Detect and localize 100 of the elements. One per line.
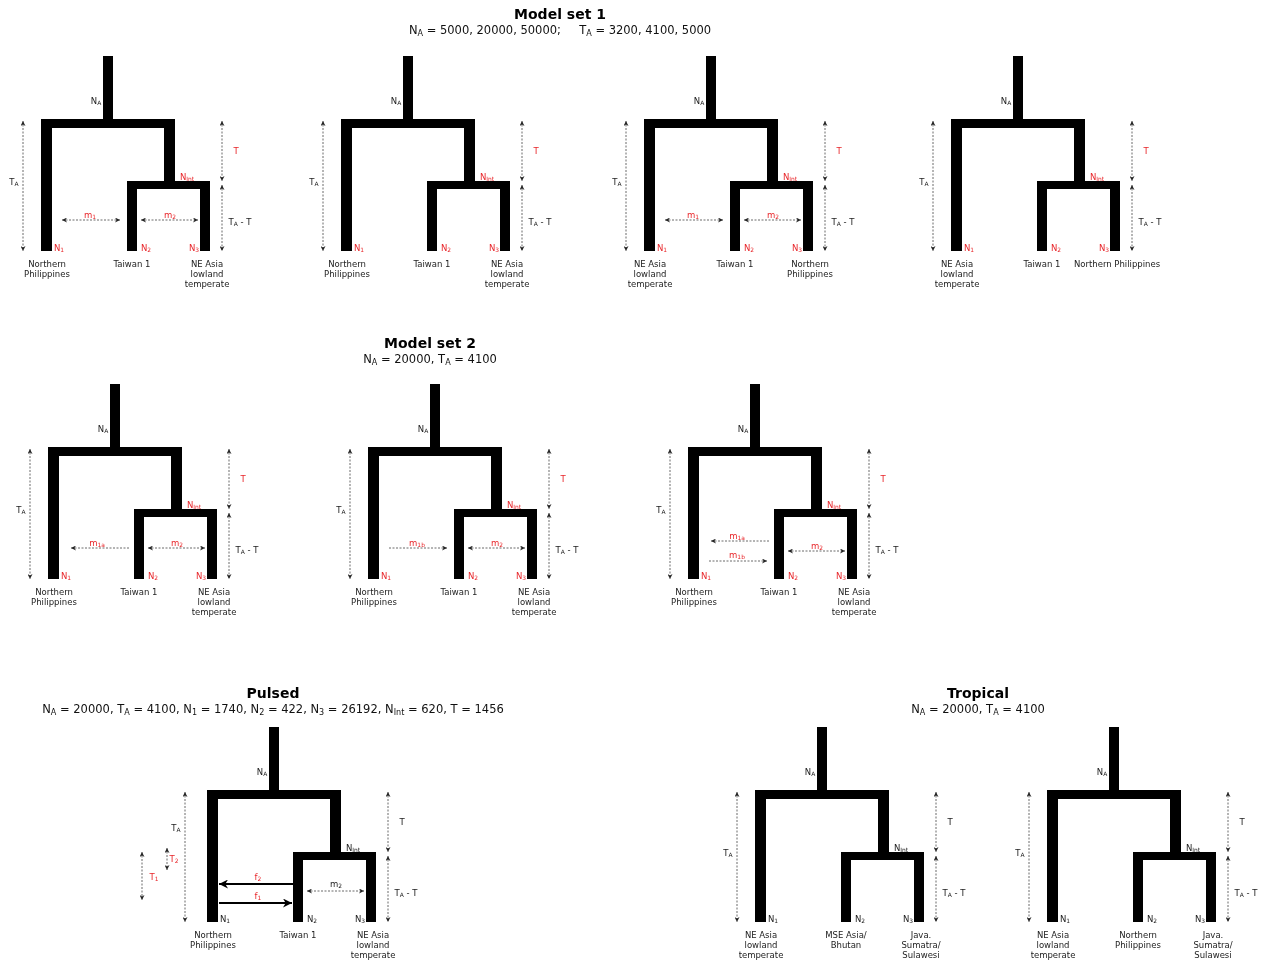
- parameter-label: N$_{3}$: [188, 243, 200, 253]
- parameter-label: N$_{2}$: [1146, 914, 1158, 924]
- population-name: NE Asia lowland temperate: [626, 259, 674, 289]
- parameter-label: T$_{A}$ - T: [942, 888, 966, 898]
- population-name: NE Asia lowland temperate: [933, 259, 981, 289]
- population-name: NE Asia lowland temperate: [830, 587, 878, 617]
- parameter-label: N$_{Int}$: [782, 172, 798, 182]
- parameter-label: T$_{A}$ - T: [1138, 217, 1162, 227]
- parameter-label: N$_{Int}$: [893, 843, 909, 853]
- parameter-label: N$_{1}$: [656, 243, 668, 253]
- population-name: Northern Philippines: [1073, 259, 1161, 269]
- population-name: NE Asia lowland temperate: [737, 930, 785, 960]
- migration-rate-label: m$_{2}$: [810, 541, 824, 551]
- parameter-label: N$_{Int}$: [1089, 172, 1105, 182]
- parameter-label: N$_{1}$: [963, 243, 975, 253]
- migration-rate-label: m$_{2}$: [329, 879, 343, 889]
- parameter-label: N$_{2}$: [440, 243, 452, 253]
- migration-rate-label: m$_{1}$: [83, 210, 97, 220]
- parameter-label: T$_{A}$ - T: [228, 217, 252, 227]
- population-name: Java. Sumatra/ Sulawesi: [900, 930, 942, 960]
- population-name: Taiwan 1: [759, 587, 799, 597]
- parameter-label: N$_{Int}$: [479, 172, 495, 182]
- parameter-label: N$_{3}$: [488, 243, 500, 253]
- parameter-label: N$_{1}$: [767, 914, 779, 924]
- parameter-label: T: [560, 474, 566, 484]
- population-name: NE Asia lowland temperate: [483, 259, 531, 289]
- population-name: Taiwan 1: [715, 259, 755, 269]
- parameter-label: T$_{A}$: [16, 505, 26, 515]
- population-name: NE Asia lowland temperate: [349, 930, 397, 960]
- population-name: NE Asia lowland temperate: [510, 587, 558, 617]
- population-name: Taiwan 1: [112, 259, 152, 269]
- parameter-label: T$_{A}$: [171, 823, 181, 833]
- parameter-label: T$_{A}$ - T: [875, 545, 899, 555]
- parameter-values: N$_{A}$ = 20000, T$_{A}$ = 4100: [911, 702, 1045, 716]
- population-name: Taiwan 1: [412, 259, 452, 269]
- parameter-label: N$_{2}$: [306, 914, 318, 924]
- parameter-label: T: [240, 474, 246, 484]
- migration-rate-label: m$_{2}$: [163, 210, 177, 220]
- parameter-label: N$_{3}$: [1098, 243, 1110, 253]
- parameter-label: T$_{A}$ - T: [394, 888, 418, 898]
- parameter-label: N$_{1}$: [700, 571, 712, 581]
- parameter-label: N$_{A}$: [1096, 767, 1108, 777]
- population-name: Java. Sumatra/ Sulawesi: [1192, 930, 1234, 960]
- parameter-label: N$_{3}$: [354, 914, 366, 924]
- migration-rate-label: m$_{2}$: [766, 210, 780, 220]
- section-heading: Tropical: [947, 685, 1009, 701]
- parameter-label: T$_{A}$: [309, 177, 319, 187]
- parameter-label: T$_{2}$: [169, 854, 179, 864]
- parameter-label: T: [533, 146, 539, 156]
- population-name: Northern Philippines: [786, 259, 834, 279]
- parameter-label: T$_{A}$ - T: [235, 545, 259, 555]
- parameter-label: N$_{2}$: [743, 243, 755, 253]
- migration-rate-label: m$_{1}$: [686, 210, 700, 220]
- population-name: Taiwan 1: [119, 587, 159, 597]
- parameter-label: N$_{1}$: [53, 243, 65, 253]
- parameter-label: N$_{3}$: [195, 571, 207, 581]
- migration-rate-label: m$_{1a}$: [729, 531, 745, 541]
- parameter-label: N$_{Int}$: [1185, 843, 1201, 853]
- parameter-label: T$_{A}$: [723, 848, 733, 858]
- parameter-label: N$_{1}$: [1059, 914, 1071, 924]
- migration-rate-label: m$_{1a}$: [89, 538, 105, 548]
- population-name: Northern Philippines: [23, 259, 71, 279]
- parameter-label: T$_{A}$ - T: [528, 217, 552, 227]
- population-name: Taiwan 1: [1022, 259, 1062, 269]
- parameter-label: T: [880, 474, 886, 484]
- population-name: NE Asia lowland temperate: [190, 587, 238, 617]
- parameter-label: N$_{3}$: [1194, 914, 1206, 924]
- parameter-label: T$_{A}$: [612, 177, 622, 187]
- migration-rate-label: m$_{2}$: [490, 538, 504, 548]
- parameter-label: N$_{A}$: [737, 424, 749, 434]
- parameter-label: N$_{1}$: [380, 571, 392, 581]
- parameter-label: N$_{A}$: [90, 96, 102, 106]
- population-name: Northern Philippines: [189, 930, 237, 950]
- parameter-label: N$_{A}$: [1000, 96, 1012, 106]
- parameter-label: T$_{A}$: [919, 177, 929, 187]
- parameter-label: T$_{A}$: [336, 505, 346, 515]
- parameter-label: N$_{2}$: [147, 571, 159, 581]
- parameter-label: T$_{A}$ - T: [555, 545, 579, 555]
- parameter-label: T$_{A}$ - T: [831, 217, 855, 227]
- parameter-label: N$_{3}$: [902, 914, 914, 924]
- migration-rate-label: f$_{1}$: [254, 891, 262, 901]
- population-name: NE Asia lowland temperate: [1029, 930, 1077, 960]
- parameter-label: N$_{A}$: [97, 424, 109, 434]
- parameter-label: T$_{A}$: [656, 505, 666, 515]
- parameter-label: N$_{1}$: [353, 243, 365, 253]
- parameter-label: N$_{2}$: [787, 571, 799, 581]
- parameter-label: N$_{Int}$: [186, 500, 202, 510]
- parameter-label: N$_{3}$: [791, 243, 803, 253]
- parameter-label: T: [947, 817, 953, 827]
- parameter-label: N$_{Int}$: [826, 500, 842, 510]
- migration-rate-label: f$_{2}$: [254, 872, 262, 882]
- migration-rate-label: m$_{2}$: [170, 538, 184, 548]
- population-name: Northern Philippines: [670, 587, 718, 607]
- parameter-label: T: [233, 146, 239, 156]
- parameter-label: N$_{1}$: [60, 571, 72, 581]
- parameter-label: N$_{3}$: [835, 571, 847, 581]
- parameter-label: N$_{2}$: [467, 571, 479, 581]
- parameter-values: N$_{A}$ = 20000, T$_{A}$ = 4100, N$_{1}$ = 1740, N$_{2}$ = 422, N$_{3}$ = 26192, N$_{Int}$ = 620, T = 1456: [42, 702, 504, 716]
- population-name: Taiwan 1: [439, 587, 479, 597]
- parameter-label: T: [399, 817, 405, 827]
